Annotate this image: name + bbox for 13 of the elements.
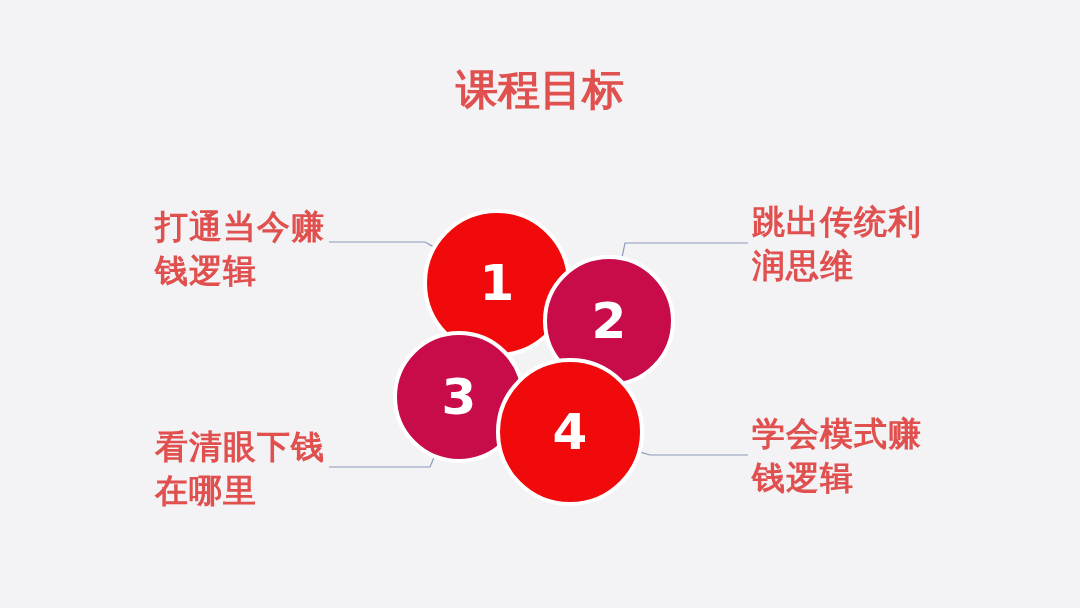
leader-line [621,242,749,257]
goal-text: 打通当今赚钱逻辑 [155,205,325,293]
goal-text: 学会模式赚钱逻辑 [752,412,922,500]
circle-number: 3 [441,369,477,425]
title: 课程目标 [454,64,625,116]
circle-number: 4 [552,404,588,460]
circle-number: 1 [479,255,515,311]
leader-line [328,241,434,247]
leader-line [640,451,749,456]
leader-line [328,457,435,468]
goal-text: 跳出传统利润思维 [752,200,922,288]
circle-number: 2 [591,293,627,349]
goal-text: 看清眼下钱在哪里 [155,425,325,513]
